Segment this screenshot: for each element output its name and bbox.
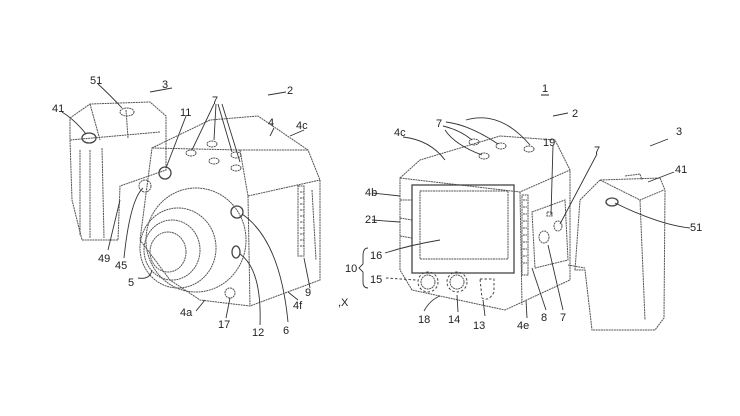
camera-body: [138, 115, 321, 307]
label-4a: 4a: [180, 307, 193, 319]
label-8: 8: [541, 312, 547, 324]
label-51: 51: [90, 75, 102, 87]
label-11: 11: [180, 107, 191, 119]
label-51: 51: [690, 222, 702, 234]
label-9: 9: [305, 287, 311, 299]
label-12: 12: [252, 327, 264, 339]
label-4: 4: [268, 117, 274, 129]
label-7: 7: [560, 312, 566, 324]
label-4c: 4c: [296, 120, 308, 132]
label-15: 15: [370, 274, 382, 286]
label-5: 5: [128, 277, 134, 289]
label-4b: 4b: [365, 187, 377, 199]
label-4c: 4c: [394, 127, 406, 139]
label-3: 3: [162, 79, 168, 91]
label-14: 14: [448, 314, 460, 326]
label-49: 49: [98, 253, 110, 265]
label-6: 6: [283, 325, 289, 337]
left-camera-view: 51 3 41 7 2 11 4 4c 49 45 5 4a 17 12 6 4…: [52, 75, 321, 339]
camera-body-rear: [399, 135, 571, 311]
grip-unit: [69, 101, 167, 241]
display-screen: [411, 184, 515, 274]
label-16: 16: [370, 250, 382, 262]
lens: [139, 187, 247, 293]
label-41: 41: [675, 164, 687, 176]
label-4f: 4f: [293, 300, 303, 312]
label-3: 3: [676, 126, 682, 138]
label-13: 13: [473, 320, 485, 332]
label-2: 2: [287, 85, 293, 97]
label-17: 17: [218, 319, 230, 331]
label-2: 2: [572, 108, 578, 120]
button-41-icon: [81, 132, 97, 144]
label-7: 7: [436, 118, 442, 130]
label-7: 7: [212, 95, 218, 107]
button-51-icon: [605, 197, 619, 207]
brace-10: [358, 247, 369, 289]
label-7: 7: [594, 145, 600, 157]
axis-x-label: ,X: [338, 297, 349, 309]
label-4e: 4e: [517, 320, 529, 332]
label-21: 21: [365, 214, 377, 226]
label-45: 45: [115, 260, 127, 272]
figure-number: 1: [542, 83, 548, 95]
grip-unit-rear: [567, 173, 666, 331]
label-41: 41: [52, 103, 64, 115]
label-18: 18: [418, 314, 430, 326]
label-10: 10: [345, 263, 357, 275]
right-camera-view: 1: [345, 83, 702, 332]
label-19: 19: [543, 137, 555, 149]
